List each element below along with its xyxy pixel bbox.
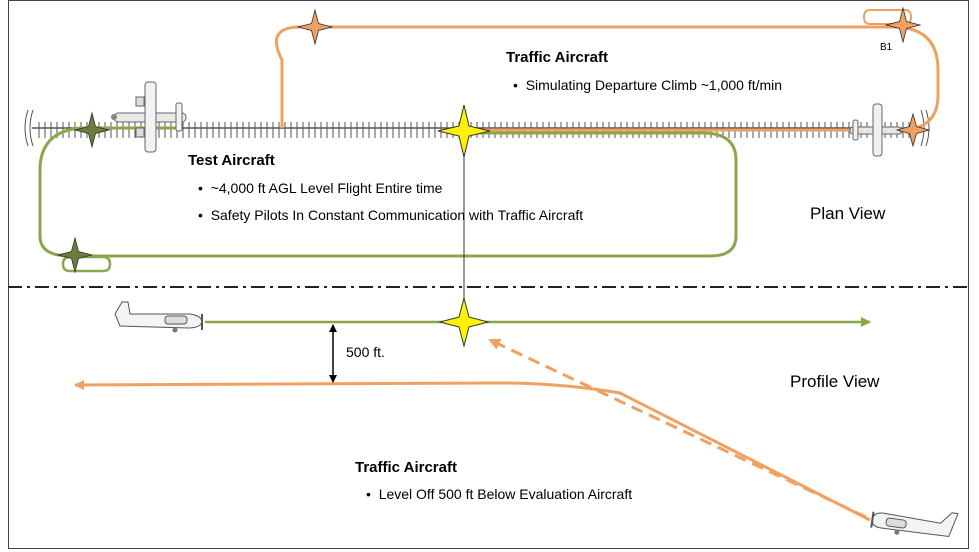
bullet-marker: •: [198, 180, 203, 196]
separation-label: 500 ft.: [346, 344, 385, 360]
star-orange-right: [895, 112, 931, 148]
test-bullet-text: ~4,000 ft AGL Level Flight Entire time: [210, 180, 443, 196]
profile-traffic-bullet-1: • Level Off 500 ft Below Evaluation Airc…: [366, 486, 632, 502]
star-orange-b1: [884, 6, 922, 44]
waypoint-b1-label: B1: [880, 42, 893, 53]
star-orange-top: [296, 8, 334, 46]
test-aircraft-heading: Test Aircraft: [188, 152, 275, 169]
traffic-circuit: [275, 9, 940, 132]
profile-traffic-bullet-text: Level Off 500 ft Below Evaluation Aircra…: [378, 486, 633, 502]
profile-view-label: Profile View: [790, 372, 880, 391]
test-circuit: [38, 126, 738, 273]
traffic-aircraft-heading: Traffic Aircraft: [506, 49, 608, 66]
test-bullet-2: • Safety Pilots In Constant Communicatio…: [198, 207, 583, 223]
traffic-profile-path: [74, 379, 871, 522]
bullet-marker: •: [198, 207, 203, 223]
test-bullet-1: • ~4,000 ft AGL Level Flight Entire time: [198, 180, 442, 196]
traffic-bullet-1: • Simulating Departure Climb ~1,000 ft/m…: [513, 77, 782, 93]
traffic-aircraft-profile-icon: [870, 511, 959, 538]
star-intercept-profile: [438, 296, 490, 348]
traffic-climb-dashed: [488, 338, 867, 519]
traffic-bullet-text: Simulating Departure Climb ~1,000 ft/min: [525, 77, 783, 93]
profile-traffic-heading: Traffic Aircraft: [355, 459, 457, 476]
plan-view-label: Plan View: [810, 204, 886, 223]
bullet-marker: •: [366, 486, 371, 502]
test-aircraft-profile-icon: [114, 301, 203, 333]
test-bullet-text: Safety Pilots In Constant Communication …: [210, 207, 584, 223]
test-aircraft-plan-icon: [111, 81, 187, 153]
star-green-lower: [56, 236, 94, 274]
bullet-marker: •: [513, 77, 518, 93]
diagram-frame: [8, 0, 969, 549]
star-green-left: [73, 111, 111, 149]
star-intercept-plan: [437, 104, 491, 158]
